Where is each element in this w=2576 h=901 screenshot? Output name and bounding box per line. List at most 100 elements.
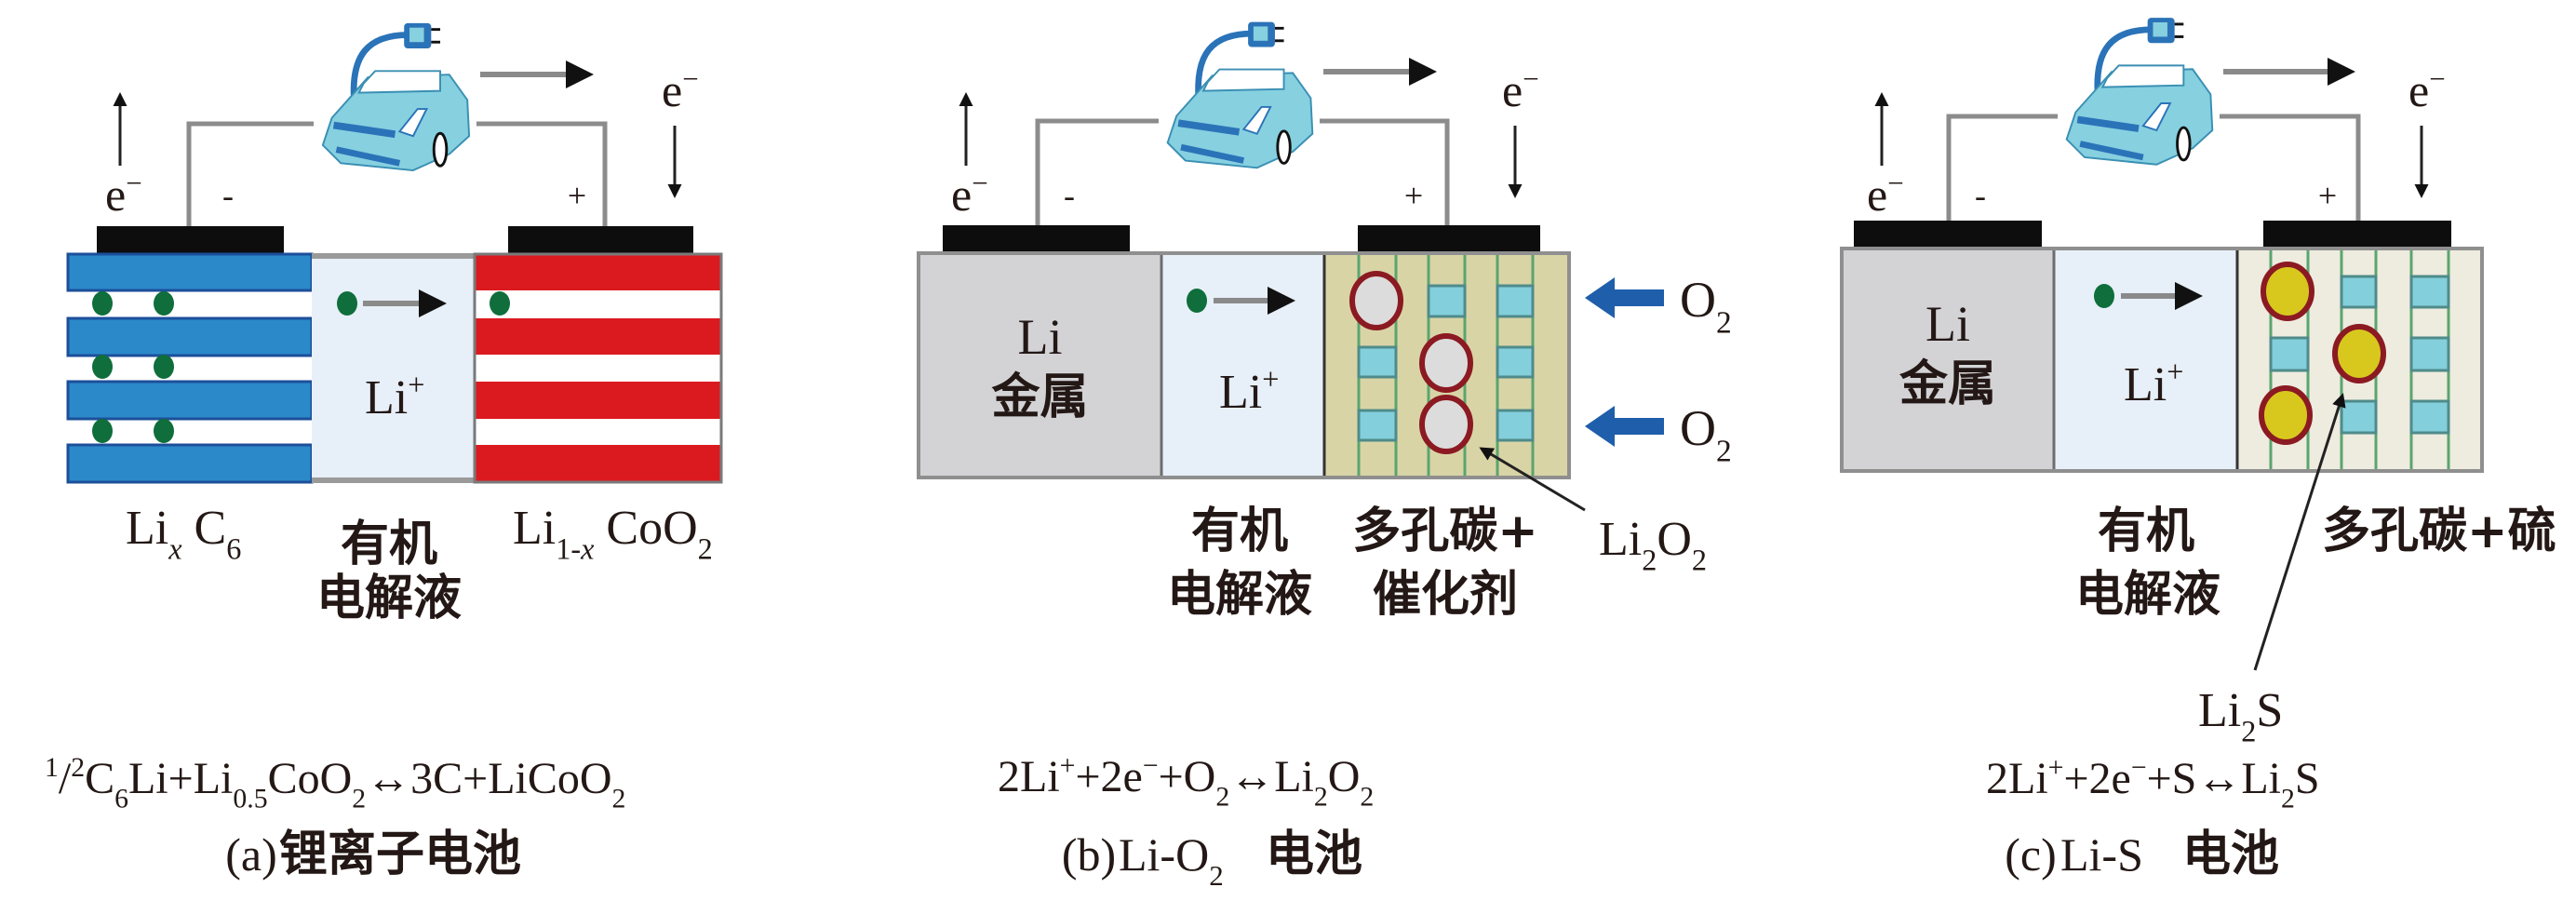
organic-electrolyte-region: Li+ (2052, 249, 2237, 471)
negative-terminal-sign: - (1975, 177, 1986, 214)
anode-material-label-part: 6 (226, 532, 241, 566)
lithium-ion-dot (1187, 289, 1207, 313)
positive-terminal-sign: + (2318, 177, 2337, 214)
oxygen-label-part: O (1680, 400, 1716, 456)
reaction-equation-part: +S↔Li (2147, 754, 2281, 803)
product-label-part: Li (1599, 513, 1642, 566)
product-label-part: 2 (1642, 544, 1657, 577)
anode-material-label: Lix C6 (126, 502, 241, 566)
catalyst-pore-square (2269, 336, 2310, 372)
anode-material-label-part: Li (126, 502, 168, 555)
anode-current-collector (97, 226, 284, 254)
positive-terminal-sign: + (1404, 177, 1423, 214)
wire-right (2220, 114, 2361, 221)
reaction-equation-part: 2 (2281, 783, 2295, 814)
catalyst-pore-square (1357, 409, 1398, 442)
cathode-licoo2-electrode (473, 252, 723, 484)
electric-car-icon (323, 23, 469, 170)
oxygen-label: O2 (1680, 400, 1732, 468)
reaction-equation-part: − (2131, 752, 2147, 783)
negative-terminal-sign: - (1064, 177, 1075, 214)
reaction-equation-part: ↔3C+LiCoO (366, 754, 611, 803)
lithium-metal-fill (1842, 249, 2054, 471)
li2o2-particle (1419, 333, 1473, 393)
caption-formula: Li-O2 (1119, 828, 1224, 892)
electrolyte-label-line1: 有机 (1191, 504, 1288, 559)
electron-right-label-part: − (1523, 62, 1538, 95)
electrolyte-ion-label-part: Li (1219, 366, 1262, 419)
reaction-equation-part: − (1143, 750, 1159, 781)
product-label-part: 2 (2241, 715, 2256, 748)
electrolyte-ion-label-part: Li (2124, 358, 2167, 411)
li2s-particle (2332, 324, 2386, 383)
electron-left-label: e− (951, 167, 988, 221)
electron-right-label-part: e (1502, 64, 1523, 116)
organic-electrolyte-region: Li+ (312, 253, 475, 483)
reaction-equation-part: +2e (1075, 752, 1142, 801)
electron-left-label-part: e (1867, 168, 1887, 221)
li2s-particle (2259, 385, 2313, 445)
electrolyte-ion-label: Li+ (1219, 362, 1279, 419)
electron-right-label-part: − (682, 62, 698, 95)
cathode-material-label-part: CoO (594, 502, 697, 555)
reaction-equation-part: CoO (268, 754, 353, 803)
electron-left-label-part: − (972, 167, 987, 199)
electron-left-label-part: e (105, 168, 126, 221)
lithium-ion-dot (337, 291, 357, 316)
reaction-equation-part: O (1328, 752, 1361, 801)
electrolyte-ion-label: Li+ (2124, 355, 2183, 411)
electron-right-label: e− (662, 62, 699, 116)
cathode-current-collector (508, 226, 693, 254)
anode-current-collector (943, 225, 1130, 253)
reaction-equation: 1/2C6Li+Li0.5CoO2↔3C+LiCoO2 (45, 752, 625, 814)
cobalt-oxide-layer (475, 445, 721, 482)
product-label-part: 2 (1692, 544, 1707, 577)
porous-carbon-cathode (2235, 249, 2482, 471)
electron-left-label-part: − (126, 167, 141, 199)
oxygen-label-part: 2 (1716, 305, 1732, 340)
cathode-label-line1: 多孔碳+硫 (2322, 504, 2556, 559)
catalyst-pore-square (2409, 275, 2450, 309)
catalyst-pore-square (1427, 284, 1467, 318)
electrolyte-label-line2: 电解液 (316, 571, 462, 626)
oxygen-label-part: 2 (1716, 434, 1732, 468)
lithium-ion-dot (490, 291, 510, 316)
wire-left (1946, 114, 2058, 221)
reaction-equation-part: + (2048, 752, 2064, 783)
oxygen-inflow-arrow-icon (1585, 406, 1664, 447)
cathode-current-collector (1358, 225, 1540, 253)
anode-material-label-part: x (168, 532, 182, 566)
wire-right (476, 121, 608, 226)
reaction-equation-part: S (2295, 754, 2320, 803)
cobalt-oxide-layer (475, 382, 721, 419)
electrolyte-label-line2: 电解液 (2075, 567, 2220, 623)
caption-suffix: 电池 (1266, 827, 1362, 882)
panel-b-labels: 有机电解液多孔碳+催化剂Li2O22Li++2e−+O2↔Li2O2(b)Li-… (998, 447, 1707, 892)
electron-left-label: e− (1867, 167, 1904, 221)
cathode-label-line2: 催化剂 (1373, 567, 1518, 623)
reaction-equation-part: 2Li (998, 752, 1060, 801)
graphite-layer (66, 443, 314, 484)
electrolyte-label-line1: 有机 (2098, 504, 2194, 559)
reaction-equation-part: 1 (45, 752, 59, 783)
graphite-layer (66, 316, 314, 357)
reaction-equation-part: C (85, 754, 114, 803)
electron-left-label-part: − (1887, 167, 1903, 199)
electrolyte-fill (312, 254, 475, 482)
reaction-equation-part: 2 (352, 783, 366, 814)
oxygen-label: O2 (1680, 272, 1732, 340)
negative-terminal-sign: - (222, 177, 234, 214)
catalyst-pore-square (2409, 336, 2450, 372)
electrolyte-ion-label-part: + (408, 368, 424, 401)
reaction-equation-part: 0.5 (233, 783, 267, 814)
catalyst-pore-square (2409, 399, 2450, 435)
anode-label-line1: Li (1925, 296, 1970, 352)
wire-left (1035, 118, 1159, 225)
reaction-equation-part: Li+Li (128, 754, 233, 803)
product-label-part: Li (2198, 684, 2241, 737)
